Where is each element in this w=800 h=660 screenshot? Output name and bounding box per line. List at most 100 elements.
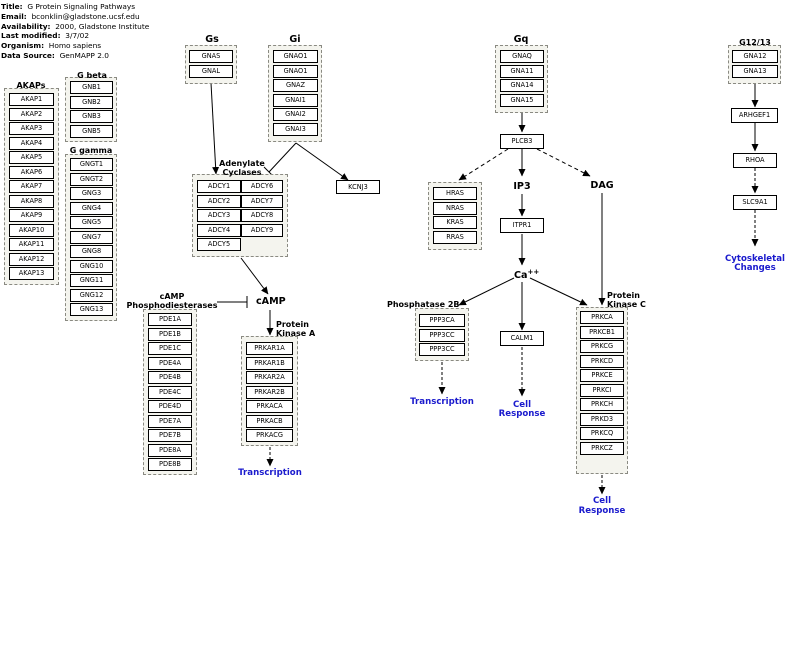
gene-slc9a1[interactable]: SLC9A1 — [733, 195, 777, 210]
gene-gi-4[interactable]: GNAI1 — [273, 93, 318, 107]
gene-pkc-2[interactable]: PRKCB1 — [580, 325, 624, 339]
gene-gi-3[interactable]: GNAZ — [273, 79, 318, 92]
gene-akaps-11[interactable]: AKAP11 — [9, 238, 54, 251]
label-gs: Gs — [205, 34, 219, 45]
gene-pkc-10[interactable]: PRKCZ — [580, 441, 624, 455]
gene-pka-7[interactable]: PRKACG — [246, 429, 293, 442]
gene-ggamma-2[interactable]: GNGT2 — [70, 172, 113, 186]
gene-adcy-right-3[interactable]: ADCY8 — [241, 209, 283, 222]
gene-adcy-left-3[interactable]: ADCY3 — [197, 209, 241, 222]
gene-pde-6[interactable]: PDE4C — [148, 385, 192, 399]
gene-pka-4[interactable]: PRKAR2B — [246, 385, 293, 399]
gene-pkc-5[interactable]: PRKCE — [580, 369, 624, 382]
gene-adcy-right-2[interactable]: ADCY7 — [241, 194, 283, 208]
label-adenylate-1: Adenylate — [219, 159, 265, 168]
gene-gbeta-1[interactable]: GNB1 — [70, 81, 113, 94]
gene-akaps-2[interactable]: AKAP2 — [9, 107, 54, 121]
gene-pde-8[interactable]: PDE7A — [148, 414, 192, 428]
gene-akaps-10[interactable]: AKAP10 — [9, 223, 54, 237]
gene-pde-7[interactable]: PDE4D — [148, 400, 192, 413]
gene-gq-2[interactable]: GNA11 — [500, 64, 544, 78]
gene-pkc-3[interactable]: PRKCG — [580, 340, 624, 353]
gene-adcy-left-5[interactable]: ADCY5 — [197, 238, 241, 251]
gene-pka-6[interactable]: PRKACB — [246, 414, 293, 428]
gene-pkc-9[interactable]: PRKCQ — [580, 427, 624, 440]
gene-ggamma-1[interactable]: GNGT1 — [70, 158, 113, 171]
gene-pka-5[interactable]: PRKACA — [246, 400, 293, 413]
label-gbeta: G beta — [77, 71, 107, 80]
gene-pde-5[interactable]: PDE4B — [148, 371, 192, 384]
gene-ggamma-5[interactable]: GNG5 — [70, 216, 113, 229]
gene-adcy-left-1[interactable]: ADCY1 — [197, 180, 241, 193]
gene-akaps-13[interactable]: AKAP13 — [9, 267, 54, 280]
gene-akaps-6[interactable]: AKAP6 — [9, 165, 54, 179]
gene-akaps-9[interactable]: AKAP9 — [9, 209, 54, 222]
gene-ggamma-7[interactable]: GNG8 — [70, 245, 113, 258]
gene-pde-1[interactable]: PDE1A — [148, 313, 192, 326]
gene-gbeta-2[interactable]: GNB2 — [70, 95, 113, 109]
gene-ggamma-9[interactable]: GNG11 — [70, 274, 113, 287]
gene-gi-2[interactable]: GNAO1 — [273, 64, 318, 78]
gene-adcy-left-2[interactable]: ADCY2 — [197, 194, 241, 208]
gene-ras-2[interactable]: NRAS — [433, 201, 477, 215]
gene-gbeta-4[interactable]: GNB5 — [70, 124, 113, 138]
gene-akaps-12[interactable]: AKAP12 — [9, 252, 54, 266]
gene-pde-9[interactable]: PDE7B — [148, 429, 192, 442]
label-transcription-pka: Transcription — [238, 468, 302, 478]
gene-pde-4[interactable]: PDE4A — [148, 356, 192, 370]
gene-gq-4[interactable]: GNA15 — [500, 93, 544, 107]
gene-calm1[interactable]: CALM1 — [500, 331, 544, 346]
gene-gi-1[interactable]: GNAO1 — [273, 50, 318, 63]
gene-ggamma-8[interactable]: GNG10 — [70, 259, 113, 273]
gene-pka-3[interactable]: PRKAR2A — [246, 371, 293, 384]
gene-gi-5[interactable]: GNAI2 — [273, 108, 318, 121]
gene-rhoa[interactable]: RHOA — [733, 153, 777, 168]
gene-pde-11[interactable]: PDE8B — [148, 458, 192, 471]
gene-g1213-1[interactable]: GNA12 — [732, 50, 778, 63]
gene-akaps-4[interactable]: AKAP4 — [9, 136, 54, 150]
gene-pkc-8[interactable]: PRKD3 — [580, 412, 624, 426]
gene-ggamma-4[interactable]: GNG4 — [70, 201, 113, 215]
gene-g1213-2[interactable]: GNA13 — [732, 64, 778, 78]
gene-akaps-1[interactable]: AKAP1 — [9, 93, 54, 106]
gene-adcy-left-4[interactable]: ADCY4 — [197, 223, 241, 237]
gene-pka-2[interactable]: PRKAR1B — [246, 356, 293, 370]
gene-gs-2[interactable]: GNAL — [189, 64, 233, 78]
gene-pde-2[interactable]: PDE1B — [148, 327, 192, 341]
gene-ras-3[interactable]: KRAS — [433, 216, 477, 229]
gene-pp2b-2[interactable]: PPP3CC — [419, 328, 465, 342]
gene-ggamma-11[interactable]: GNG13 — [70, 303, 113, 316]
gene-ras-4[interactable]: RRAS — [433, 230, 477, 244]
gene-gs-1[interactable]: GNAS — [189, 50, 233, 63]
gene-pp2b-3[interactable]: PPP3CC — [419, 343, 465, 356]
gene-pkc-1[interactable]: PRKCA — [580, 311, 624, 324]
gene-gq-3[interactable]: GNA14 — [500, 79, 544, 92]
gene-itpr1[interactable]: ITPR1 — [500, 218, 544, 233]
gene-pde-10[interactable]: PDE8A — [148, 443, 192, 457]
gene-pp2b-1[interactable]: PPP3CA — [419, 314, 465, 327]
gene-akaps-5[interactable]: AKAP5 — [9, 151, 54, 164]
edge-gi-to-kcnj3 — [295, 142, 349, 181]
gene-akaps-8[interactable]: AKAP8 — [9, 194, 54, 208]
gene-pkc-6[interactable]: PRKCI — [580, 383, 624, 397]
gene-pde-3[interactable]: PDE1C — [148, 342, 192, 355]
gene-pka-1[interactable]: PRKAR1A — [246, 342, 293, 355]
label-camp: cAMP — [256, 296, 286, 307]
gene-kcnj3[interactable]: KCNJ3 — [336, 180, 380, 194]
gene-plcb3[interactable]: PLCB3 — [500, 134, 544, 149]
gene-pkc-4[interactable]: PRKCD — [580, 354, 624, 368]
gene-ggamma-3[interactable]: GNG3 — [70, 187, 113, 200]
gene-gbeta-3[interactable]: GNB3 — [70, 110, 113, 123]
gene-ras-1[interactable]: HRAS — [433, 187, 477, 200]
label-cell-response-calm1-2: Response — [498, 409, 546, 419]
gene-ggamma-6[interactable]: GNG7 — [70, 230, 113, 244]
gene-akaps-3[interactable]: AKAP3 — [9, 122, 54, 135]
gene-adcy-right-1[interactable]: ADCY6 — [241, 180, 283, 193]
gene-pkc-7[interactable]: PRKCH — [580, 398, 624, 411]
gene-adcy-right-4[interactable]: ADCY9 — [241, 223, 283, 237]
gene-arhgef1[interactable]: ARHGEF1 — [731, 108, 778, 123]
gene-akaps-7[interactable]: AKAP7 — [9, 180, 54, 193]
gene-gi-6[interactable]: GNAI3 — [273, 122, 318, 136]
gene-gq-1[interactable]: GNAQ — [500, 50, 544, 63]
gene-ggamma-10[interactable]: GNG12 — [70, 288, 113, 302]
